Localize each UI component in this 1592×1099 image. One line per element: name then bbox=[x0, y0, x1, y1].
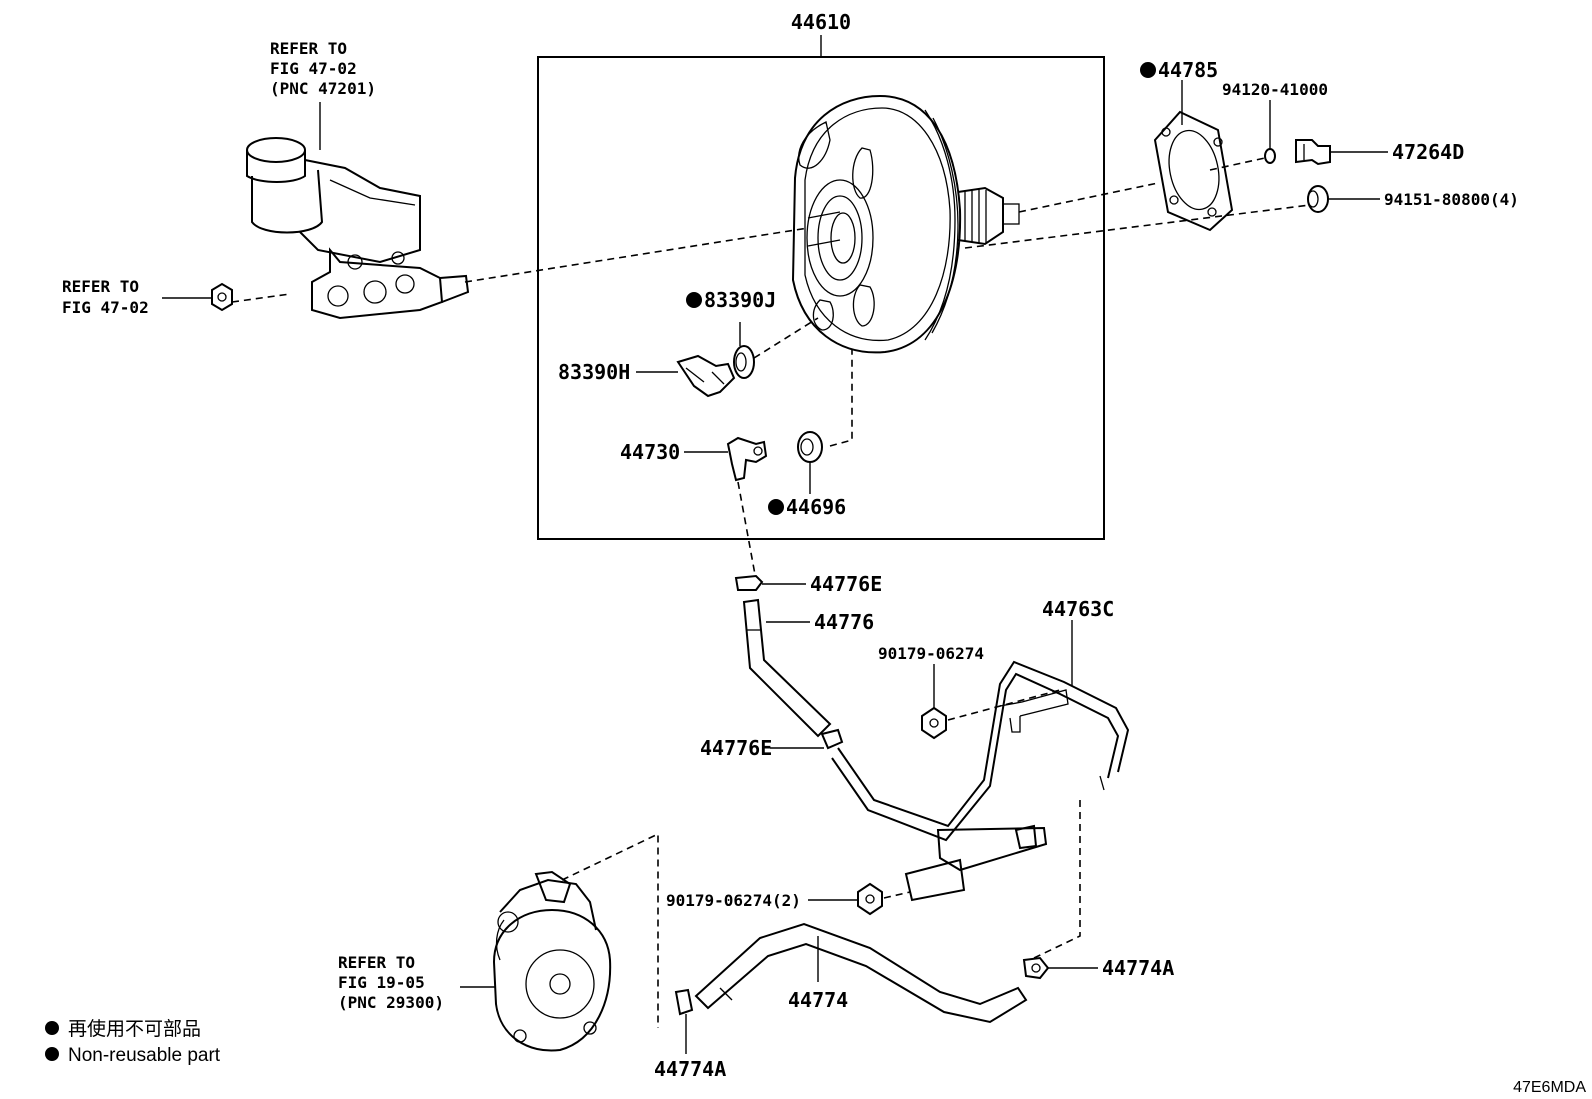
non-reusable-marker-83390J bbox=[686, 292, 702, 308]
label-44696: 44696 bbox=[786, 495, 846, 519]
ref-master-cylinder-l1: REFER TO bbox=[270, 39, 347, 58]
brake-booster-drawing bbox=[791, 94, 1020, 354]
label-44776E-top: 44776E bbox=[810, 572, 882, 596]
hose-44776-drawing bbox=[742, 598, 832, 738]
label-94151-80800: 94151-80800(4) bbox=[1384, 190, 1519, 209]
ref-nut-l2: FIG 47-02 bbox=[62, 298, 149, 317]
label-44776E-mid: 44776E bbox=[700, 736, 772, 760]
clip-44776E-top-drawing bbox=[734, 574, 764, 591]
label-90179-06274-2: 90179-06274(2) bbox=[666, 891, 801, 910]
assembly-frame bbox=[537, 56, 1105, 540]
clip-47264D-drawing bbox=[1295, 139, 1331, 166]
legend: 再使用不可部品 Non-reusable part bbox=[45, 1018, 221, 1066]
seal-83390J-drawing bbox=[733, 345, 755, 379]
nut-drawing bbox=[211, 282, 233, 312]
label-44730: 44730 bbox=[620, 440, 680, 464]
label-44774A-bottom: 44774A bbox=[654, 1057, 726, 1081]
clip-44776E-mid-drawing bbox=[820, 728, 844, 750]
ref-vacuum-pump-l3: (PNC 29300) bbox=[338, 993, 444, 1012]
label-47264D: 47264D bbox=[1392, 140, 1464, 164]
ref-nut-l1: REFER TO bbox=[62, 277, 139, 296]
nut-90179-lower-drawing bbox=[857, 882, 883, 916]
figure-code: 47E6MDA bbox=[1513, 1079, 1586, 1096]
label-94120-41000: 94120-41000 bbox=[1222, 80, 1328, 99]
nut-90179-upper-drawing bbox=[921, 706, 947, 740]
ref-vacuum-pump-l2: FIG 19-05 bbox=[338, 973, 425, 992]
label-44763C: 44763C bbox=[1042, 597, 1114, 621]
legend-text-en: Non-reusable part bbox=[68, 1045, 221, 1066]
gasket-44785-drawing bbox=[1153, 110, 1234, 232]
label-83390H: 83390H bbox=[558, 360, 630, 384]
ref-master-cylinder-l3: (PNC 47201) bbox=[270, 79, 376, 98]
ref-vacuum-pump-l1: REFER TO bbox=[338, 953, 415, 972]
grommet-44696-drawing bbox=[797, 431, 823, 463]
washer-drawing bbox=[1264, 148, 1276, 164]
ref-master-cylinder-l2: FIG 47-02 bbox=[270, 59, 357, 78]
label-44774: 44774 bbox=[788, 988, 848, 1012]
label-90179-06274: 90179-06274 bbox=[878, 644, 984, 663]
legend-marker-en bbox=[45, 1047, 59, 1061]
non-reusable-marker-44785 bbox=[1140, 62, 1156, 78]
hose-44774-drawing bbox=[694, 922, 1028, 1024]
label-44776: 44776 bbox=[814, 610, 874, 634]
union-44730-drawing bbox=[726, 436, 768, 482]
clip-44774A-right-drawing bbox=[1022, 956, 1050, 980]
legend-text-jp: 再使用不可部品 bbox=[68, 1018, 201, 1040]
vacuum-pipe-44763C-drawing bbox=[831, 660, 1130, 902]
clip-44774A-bottom-drawing bbox=[674, 988, 694, 1016]
label-44785: 44785 bbox=[1158, 58, 1218, 82]
label-44610: 44610 bbox=[791, 10, 851, 34]
label-83390J: 83390J bbox=[704, 288, 776, 312]
master-cylinder-drawing bbox=[246, 137, 470, 320]
non-reusable-marker-44696 bbox=[768, 499, 784, 515]
check-valve-83390H-drawing bbox=[676, 354, 736, 398]
label-44774A-right: 44774A bbox=[1102, 956, 1174, 980]
nut-94151-drawing bbox=[1307, 185, 1329, 213]
vacuum-pump-drawing bbox=[492, 870, 612, 1052]
legend-marker-jp bbox=[45, 1021, 59, 1035]
